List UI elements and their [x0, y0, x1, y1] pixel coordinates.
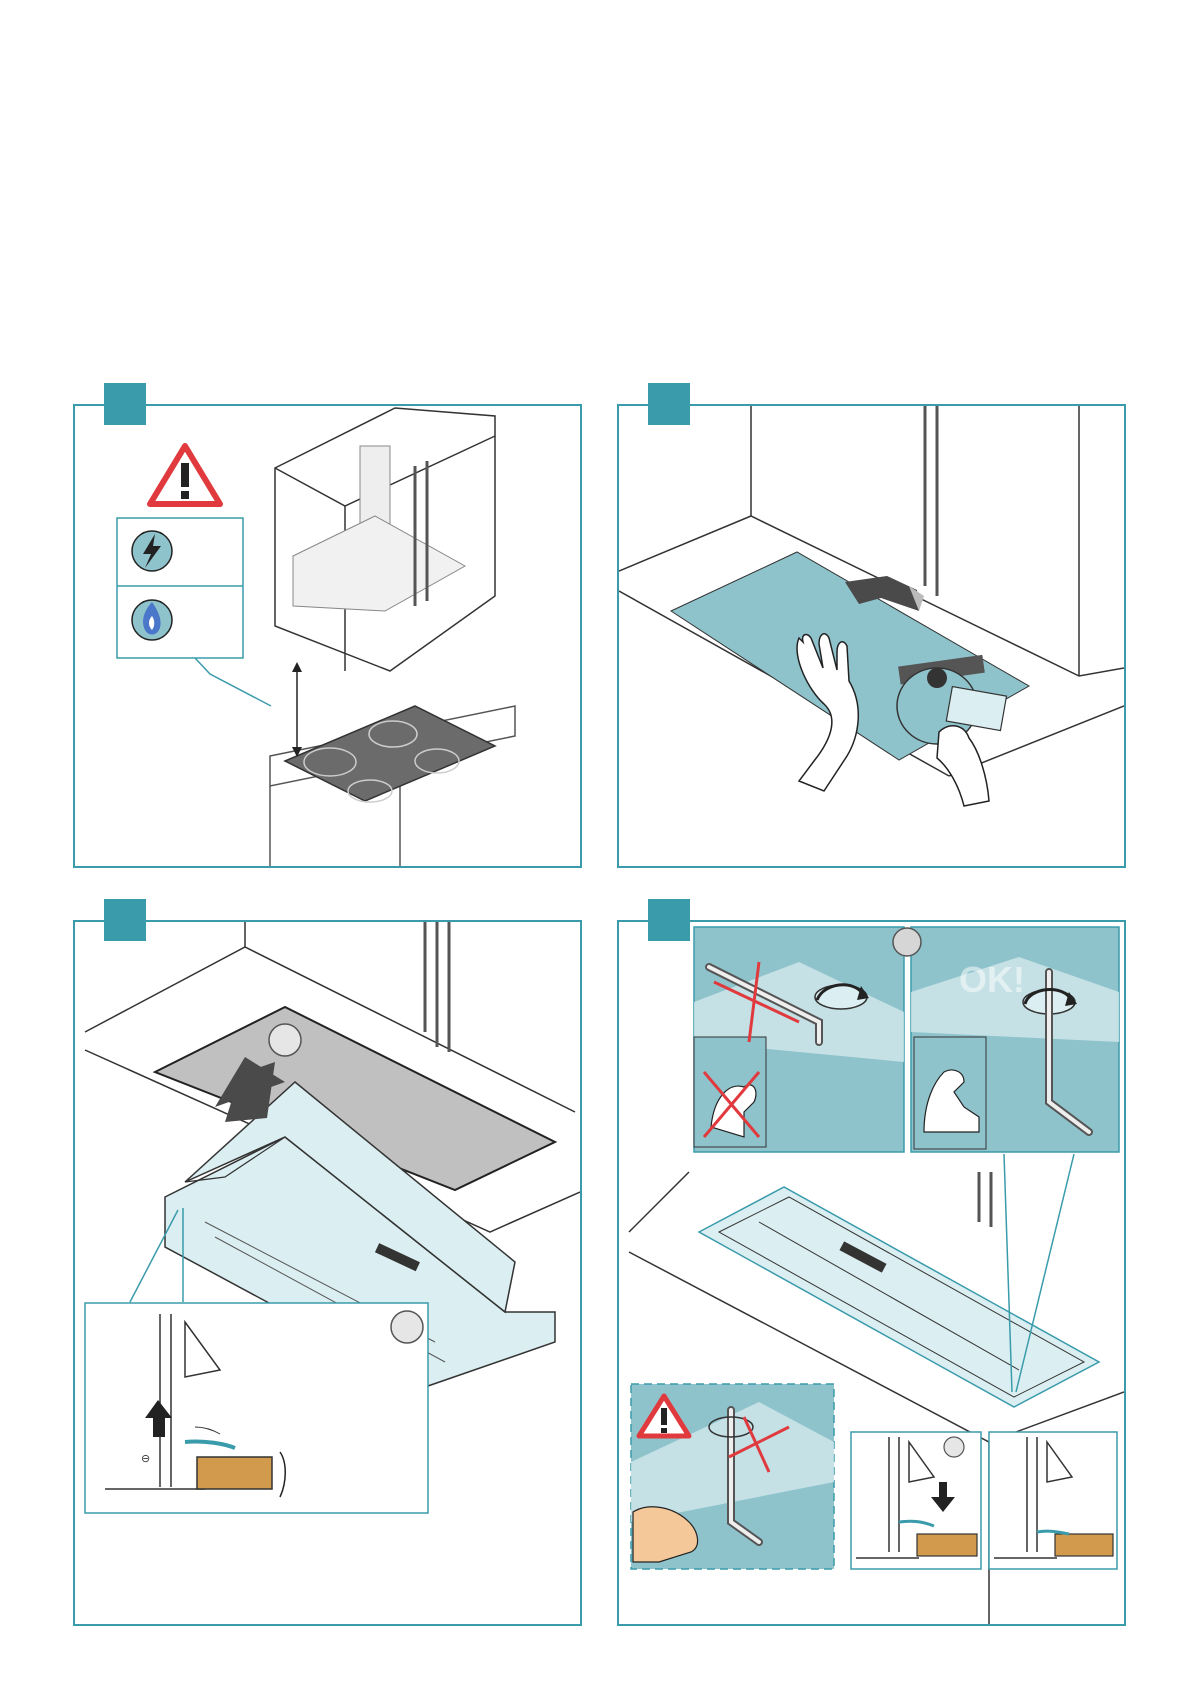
ok-watermark: OK!: [959, 959, 1025, 1000]
clamp-detail-before: [851, 1432, 981, 1569]
step-1-illustration: [75, 406, 580, 866]
callout-marker-d: [944, 1437, 964, 1457]
warning-inset: [631, 1384, 834, 1569]
step-2-badge: [648, 383, 690, 425]
callout-marker-c: [893, 928, 921, 956]
step-4-panel: OK!: [617, 920, 1126, 1626]
svg-text:⊖: ⊖: [141, 1453, 150, 1465]
wrong-way-inset: [694, 927, 904, 1152]
step-1-badge: [104, 383, 146, 425]
callout-marker-b: [391, 1311, 423, 1343]
clamp-detail-after: [989, 1432, 1117, 1569]
step-2-illustration: [619, 406, 1124, 866]
warning-triangle-icon: [150, 446, 220, 504]
gas-flame-icon: [132, 600, 172, 640]
wall-cabinet: [275, 408, 495, 671]
step-1-panel: [73, 404, 582, 868]
electric-bolt-icon: [132, 531, 172, 571]
distance-arrow-icon: [292, 662, 302, 757]
correct-way-inset: OK!: [893, 927, 1119, 1152]
step-4-illustration: OK!: [619, 922, 1124, 1624]
step-2-panel: [617, 404, 1126, 868]
callout-marker-a: [269, 1024, 301, 1056]
step-3-badge: [104, 899, 146, 941]
step-4-badge: [648, 899, 690, 941]
step-3-panel: ⊖: [73, 920, 582, 1626]
right-hand: [937, 726, 989, 806]
step-3-illustration: ⊖: [75, 922, 580, 1624]
detail-inset: ⊖: [85, 1303, 428, 1513]
